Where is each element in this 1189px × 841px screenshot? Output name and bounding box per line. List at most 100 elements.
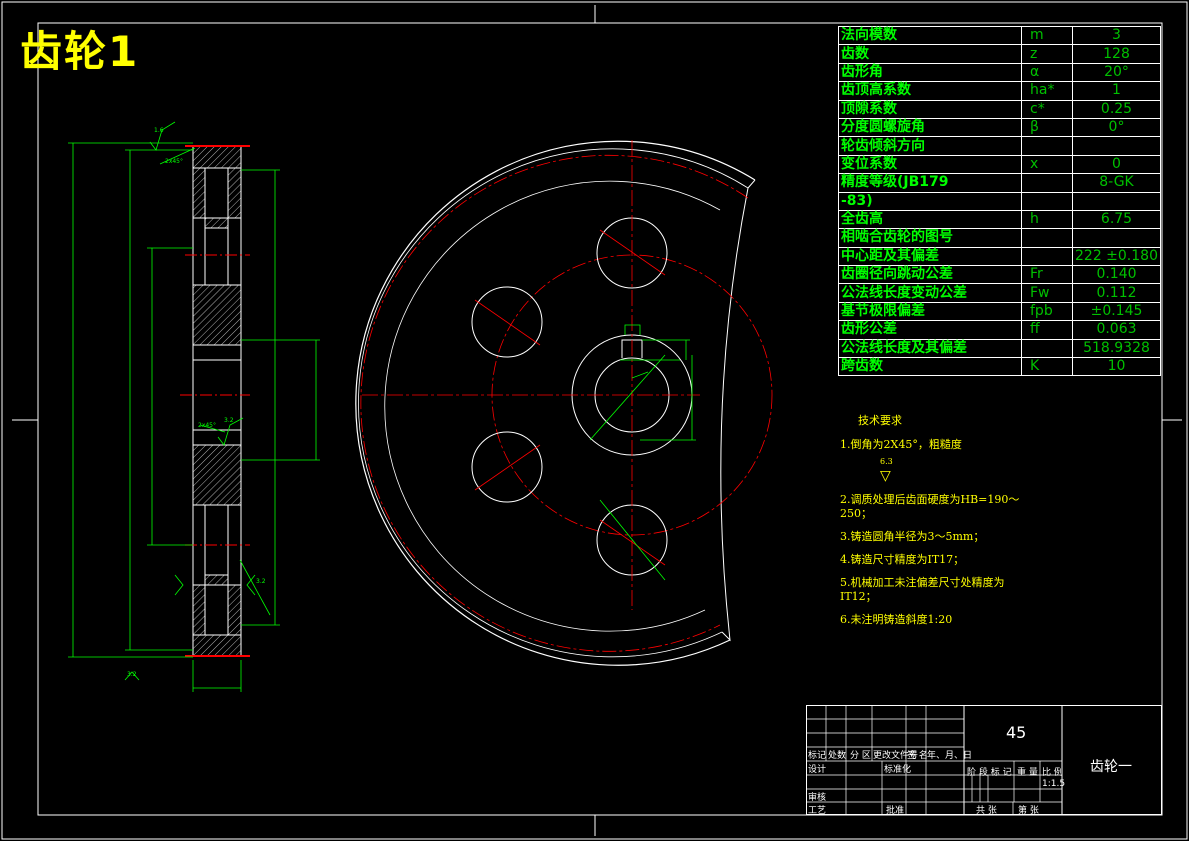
param-symbol: β <box>1021 117 1073 138</box>
title-block: 45 齿轮一 标记 处数 分 区 更改文件号 签 名 年、月、日 设计 标准化 … <box>806 705 1162 816</box>
param-symbol: h <box>1021 209 1073 230</box>
param-value: 0 <box>1072 154 1161 175</box>
tb-sheets-total: 共 张 <box>976 806 997 816</box>
param-name: 齿顶高系数 <box>838 81 1022 101</box>
param-name: 公法线长度及其偏差 <box>838 338 1022 359</box>
param-row: -83) <box>838 191 1161 211</box>
tb-sheet-no: 第 张 <box>1018 806 1039 816</box>
param-name: 公法线长度变动公差 <box>838 283 1022 303</box>
part-name: 齿轮一 <box>1090 759 1132 775</box>
tech-req-6: 6.未注明铸造斜度1:20 <box>840 613 953 626</box>
technical-requirements: 技术要求 1.倒角为2X45°，粗糙度 6.3 ▽ 2.调质处理后齿面硬度为HB… <box>840 414 1020 636</box>
param-symbol: z <box>1021 44 1073 64</box>
param-symbol <box>1021 228 1073 248</box>
param-name: 跨齿数 <box>838 357 1022 377</box>
tb-stage-mark: 阶 段 标 记 <box>967 768 1012 778</box>
param-symbol: fpb <box>1021 301 1073 322</box>
param-name: 中心距及其偏差 <box>838 246 1022 267</box>
param-symbol: ha* <box>1021 81 1073 101</box>
param-name: 齿形角 <box>838 62 1022 83</box>
param-value: 0.063 <box>1072 320 1161 340</box>
gear-section-view: 2x45° 2x45° 1.6 3.2 3.2 3.2 <box>68 121 320 692</box>
tb-design: 设计 <box>808 765 827 775</box>
tech-heading: 技术要求 <box>858 414 902 427</box>
param-name: 变位系数 <box>838 154 1022 175</box>
param-value: 0.140 <box>1072 265 1161 285</box>
param-value: 8-GK <box>1072 173 1161 193</box>
param-symbol: m <box>1021 25 1073 46</box>
param-name: 齿数 <box>838 44 1022 64</box>
roughness-label-bottom: 3.2 <box>127 671 137 678</box>
tb-ratio: 比 例 <box>1042 768 1063 778</box>
param-row: 公法线长度及其偏差 518.9328 <box>838 338 1161 359</box>
roughness-label-right: 3.2 <box>256 578 266 585</box>
param-value <box>1072 228 1161 248</box>
tech-req-3: 3.铸造圆角半径为3～5mm； <box>840 530 985 543</box>
param-name: 精度等级(JB179 <box>838 173 1022 193</box>
roughness-label-mid: 3.2 <box>224 417 234 424</box>
param-name: 齿形公差 <box>838 320 1022 340</box>
param-name: 相啮合齿轮的图号 <box>838 228 1022 248</box>
tb-date: 年、月、日 <box>927 751 973 761</box>
param-symbol: Fw <box>1021 283 1073 303</box>
roughness-label-top: 1.6 <box>154 127 164 134</box>
param-value: 6.75 <box>1072 209 1161 230</box>
param-value: 0° <box>1072 117 1161 138</box>
param-value: 0.112 <box>1072 283 1161 303</box>
tb-scale-value: 1:1.5 <box>1042 779 1066 789</box>
param-row: 轮齿倾斜方向 <box>838 136 1161 156</box>
material-value: 45 <box>1006 723 1027 742</box>
tb-review: 审核 <box>808 793 827 803</box>
roughness-symbol: 6.3 ▽ <box>880 457 893 484</box>
tb-approve: 批准 <box>886 806 905 816</box>
param-value: 518.9328 <box>1072 338 1161 359</box>
param-value: 128 <box>1072 44 1161 64</box>
tb-process: 工艺 <box>808 806 827 816</box>
param-symbol <box>1021 338 1073 359</box>
param-row: 精度等级(JB179 8-GK <box>838 173 1161 193</box>
drawing-frame <box>37 22 1163 816</box>
param-name: 顶隙系数 <box>838 99 1022 119</box>
tb-weight: 重 量 <box>1017 768 1038 778</box>
param-name: 法向模数 <box>838 25 1022 46</box>
param-value: 10 <box>1072 357 1161 377</box>
param-name: -83) <box>838 191 1022 211</box>
chamfer-label-mid: 2x45° <box>198 422 216 429</box>
param-name: 轮齿倾斜方向 <box>838 136 1022 156</box>
param-symbol: α <box>1021 62 1073 83</box>
tech-req-1: 1.倒角为2X45°，粗糙度 6.3 ▽ <box>840 438 1020 484</box>
tb-change-doc: 更改文件号 <box>873 751 919 761</box>
tb-mark: 标记 <box>808 751 827 761</box>
tb-count: 处数 <box>828 751 847 761</box>
title-block-grid <box>806 705 1162 815</box>
tb-standardize: 标准化 <box>884 765 912 775</box>
param-value: ±0.145 <box>1072 301 1161 322</box>
param-name: 全齿高 <box>838 209 1022 230</box>
tech-req-4: 4.铸造尺寸精度为IT17； <box>840 553 965 566</box>
param-name: 基节极限偏差 <box>838 301 1022 322</box>
param-symbol <box>1021 191 1073 211</box>
param-row: 相啮合齿轮的图号 <box>838 228 1161 248</box>
param-value <box>1072 191 1161 211</box>
param-value <box>1072 136 1161 156</box>
param-symbol <box>1021 173 1073 193</box>
tech-req-2: 2.调质处理后齿面硬度为HB=190～250； <box>840 493 1020 520</box>
param-value: 20° <box>1072 62 1161 83</box>
param-symbol: K <box>1021 357 1073 377</box>
param-value: 1 <box>1072 81 1161 101</box>
